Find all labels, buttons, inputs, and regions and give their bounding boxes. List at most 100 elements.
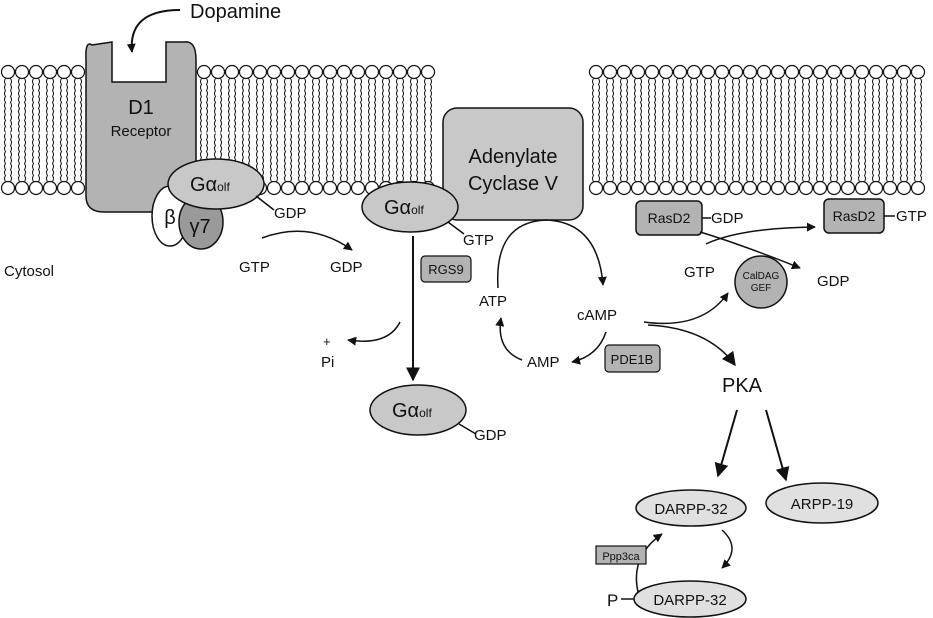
lipid-tail	[354, 78, 357, 133]
p-darpp32-label: DARPP-32	[653, 592, 726, 609]
lipid-tail	[592, 78, 595, 133]
lipid-tail	[410, 78, 413, 133]
lipid-tail	[793, 133, 796, 182]
lipid-tail	[676, 133, 679, 182]
lipid-tail	[303, 78, 306, 133]
lipid-head	[798, 180, 814, 196]
lipid-tail	[681, 78, 684, 133]
lipid-tail	[802, 78, 805, 133]
lipid-tail	[662, 133, 665, 182]
atp-to-camp-arrow	[496, 219, 607, 289]
lipid-tail	[886, 78, 889, 133]
lipid-head	[910, 64, 926, 80]
lipid-tail	[214, 78, 217, 133]
lipid-tail	[284, 78, 287, 133]
lipid-tail	[401, 78, 404, 133]
lipid-tail	[219, 78, 222, 133]
lipid-head	[616, 180, 632, 196]
lipid-head	[868, 64, 884, 80]
lipid-tail	[858, 133, 861, 182]
lipid-tail	[737, 133, 740, 182]
rasd2-label-2: RasD2	[833, 208, 876, 224]
lipid-tail	[37, 133, 40, 182]
gdp-label-3: GDP	[474, 427, 507, 444]
lipid-tail	[23, 133, 26, 182]
lipid-tail	[620, 78, 623, 133]
adenylate-label: Adenylate	[469, 146, 558, 168]
lipid-head	[224, 64, 240, 80]
dopamine-binding-arrow	[126, 9, 181, 53]
lipid-head	[756, 64, 772, 80]
lipid-tail	[9, 78, 12, 133]
lipid-head	[42, 64, 58, 80]
lipid-tail	[46, 133, 49, 182]
lipid-tail	[340, 78, 343, 133]
lipid-head	[28, 180, 44, 196]
lipid-tail	[844, 133, 847, 182]
lipid-tail	[247, 78, 250, 133]
lipid-head	[728, 64, 744, 80]
lipid-tail	[37, 78, 40, 133]
lipid-head	[588, 64, 604, 80]
lipid-tail	[690, 133, 693, 182]
lipid-tail	[746, 78, 749, 133]
lipid-tail	[653, 133, 656, 182]
lipid-tail	[284, 133, 287, 182]
lipid-head	[742, 180, 758, 196]
lipid-head	[280, 180, 296, 196]
lipid-tail	[746, 133, 749, 182]
lipid-tail	[256, 78, 259, 133]
lipid-tail	[317, 133, 320, 182]
lipid-bilayer	[0, 64, 926, 196]
lipid-tail	[354, 133, 357, 182]
lipid-tail	[905, 133, 908, 182]
g-alpha-label-2: Gαolf	[384, 197, 424, 219]
lipid-tail	[606, 133, 609, 182]
gdp-label-5: GDP	[817, 273, 850, 290]
lipid-tail	[765, 78, 768, 133]
lipid-tail	[396, 133, 399, 182]
caldag-label: CalDAG	[743, 271, 780, 282]
lipid-tail	[816, 78, 819, 133]
lipid-tail	[709, 78, 712, 133]
lipid-tail	[877, 78, 880, 133]
gamma7-label: γ7	[189, 216, 210, 238]
lipid-tail	[317, 78, 320, 133]
lipid-head	[686, 180, 702, 196]
phospho-p-label: P	[607, 591, 618, 610]
lipid-tail	[18, 133, 21, 182]
lipid-tail	[835, 78, 838, 133]
lipid-tail	[298, 78, 301, 133]
lipid-tail	[331, 133, 334, 182]
g-alpha-label-3: Gαolf	[392, 400, 432, 422]
lipid-head	[896, 180, 912, 196]
lipid-tail	[919, 78, 922, 133]
ppp3ca-box	[595, 545, 647, 565]
lipid-tail	[401, 133, 404, 182]
lipid-head	[756, 180, 772, 196]
lipid-tail	[326, 78, 329, 133]
lipid-head	[644, 180, 660, 196]
lipid-head	[812, 180, 828, 196]
lipid-tail	[737, 78, 740, 133]
lipid-head	[826, 64, 842, 80]
dopamine-label: Dopamine	[190, 1, 281, 23]
lipid-tail	[760, 78, 763, 133]
lipid-tail	[60, 133, 63, 182]
lipid-head	[196, 64, 212, 80]
lipid-tail	[718, 78, 721, 133]
lipid-tail	[900, 133, 903, 182]
lipid-head	[812, 64, 828, 80]
lipid-head	[266, 180, 282, 196]
lipid-head	[56, 180, 72, 196]
lipid-head	[42, 180, 58, 196]
lipid-head	[742, 64, 758, 80]
lipid-tail	[368, 78, 371, 133]
lipid-tail	[788, 133, 791, 182]
lipid-tail	[662, 78, 665, 133]
lipid-head	[602, 180, 618, 196]
lipid-head	[588, 180, 604, 196]
lipid-tail	[802, 133, 805, 182]
lipid-head	[294, 64, 310, 80]
lipid-tail	[270, 78, 273, 133]
